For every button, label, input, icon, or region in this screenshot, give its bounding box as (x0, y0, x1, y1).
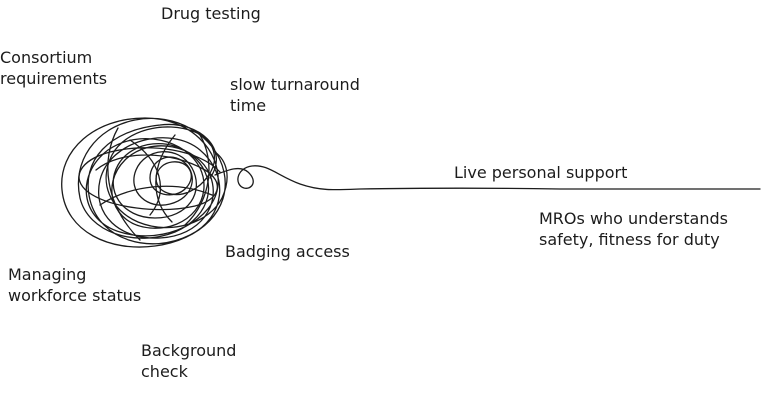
tangle-scribble (61, 117, 228, 248)
label-badging-access: Badging access (225, 242, 350, 261)
tangle-scribble-extra (78, 127, 221, 241)
label-slow-turnaround-time: slow turnaround time (230, 75, 360, 115)
label-consortium-requirements: Consortium requirements (0, 48, 108, 88)
untangled-line (214, 165, 761, 191)
label-background-check: Background check (141, 341, 237, 381)
label-managing-workforce-status: Managing workforce status (8, 265, 142, 305)
label-live-personal-support: Live personal support (454, 163, 628, 182)
label-drug-testing: Drug testing (161, 4, 261, 23)
label-mros: MROs who understands safety, fitness for… (539, 209, 728, 249)
